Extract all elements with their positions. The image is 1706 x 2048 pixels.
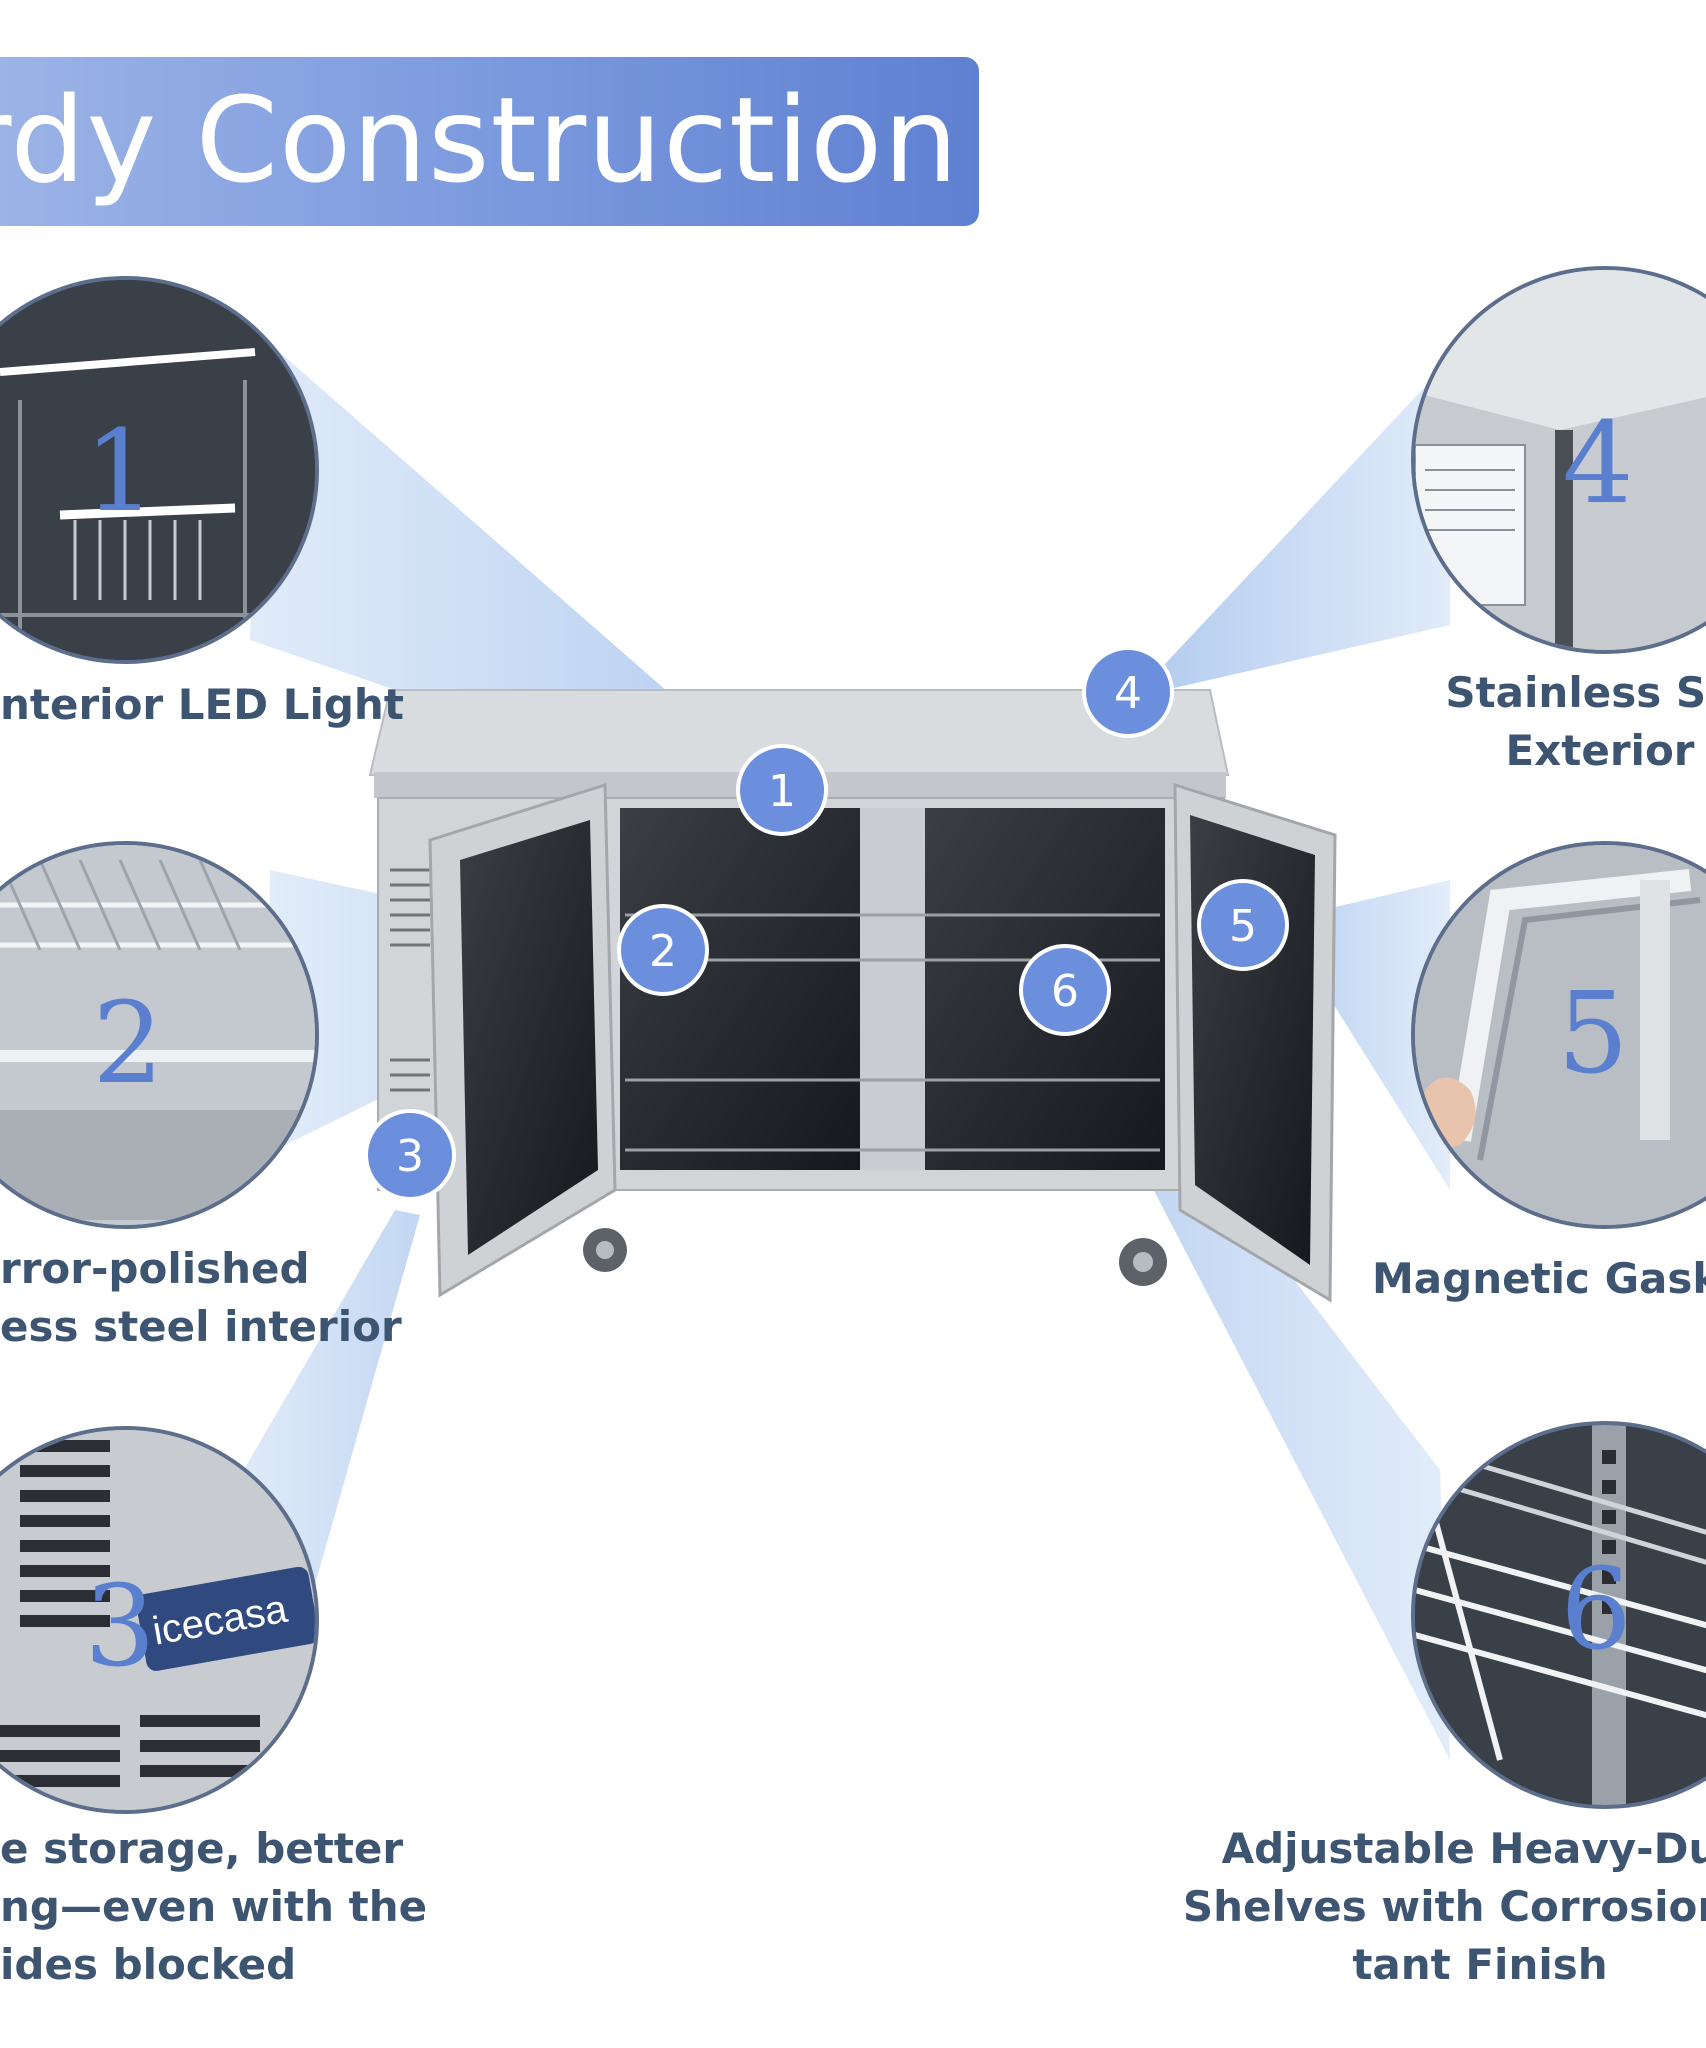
label-interior-line-2: ess steel interior: [0, 1302, 402, 1351]
label-storage-line-2: ng—even with the: [0, 1882, 428, 1931]
label-storage: e storage, better ng—even with the ides …: [0, 1820, 427, 1994]
refrigerator-illustration: [368, 689, 1337, 1303]
label-storage-line-3: ides blocked: [0, 1940, 297, 1989]
label-gasket-line-1: Magnetic Gask: [1372, 1254, 1706, 1303]
detail-number-2: 2: [92, 979, 163, 1109]
marker-1: 1: [768, 766, 796, 817]
label-shelves-line-2: Shelves with Corrosion-R: [1182, 1882, 1706, 1931]
marker-2: 2: [649, 926, 677, 977]
detail-led-light: [0, 276, 319, 664]
label-storage-line-1: e storage, better: [0, 1824, 404, 1873]
label-exterior: Stainless Ste Exterior: [1420, 664, 1706, 780]
marker-pins: [364, 646, 1289, 1201]
detail-number-1: 1: [84, 407, 155, 537]
marker-4: 4: [1114, 668, 1142, 719]
detail-number-4: 4: [1562, 399, 1633, 529]
label-gasket: Magnetic Gask: [1372, 1250, 1706, 1308]
label-exterior-line-1: Stainless Ste: [1445, 668, 1706, 717]
detail-number-3: 3: [84, 1562, 155, 1692]
marker-3: 3: [396, 1131, 424, 1182]
label-led-light: nterior LED Light: [0, 676, 404, 734]
detail-number-6: 6: [1560, 1545, 1631, 1675]
title-banner: urdy Construction: [0, 57, 979, 226]
marker-6: 6: [1051, 966, 1079, 1017]
label-interior-line-1: rror-polished: [0, 1244, 310, 1293]
label-shelves: Adjustable Heavy-Dut Shelves with Corros…: [1110, 1820, 1706, 1994]
detail-gasket: [1411, 841, 1706, 1229]
detail-number-5: 5: [1557, 969, 1628, 1099]
page-title: urdy Construction: [0, 71, 959, 209]
label-shelves-line-3: tant Finish: [1352, 1940, 1608, 1989]
label-interior: rror-polished ess steel interior: [0, 1240, 402, 1356]
marker-5: 5: [1229, 901, 1257, 952]
label-shelves-line-1: Adjustable Heavy-Dut: [1221, 1824, 1706, 1873]
label-exterior-line-2: Exterior: [1505, 726, 1695, 775]
detail-exterior: [1411, 266, 1706, 654]
detail-shelves: [1411, 1421, 1706, 1809]
detail-vent: icecasa: [0, 1426, 319, 1814]
label-led-line-1: nterior LED Light: [0, 680, 404, 729]
